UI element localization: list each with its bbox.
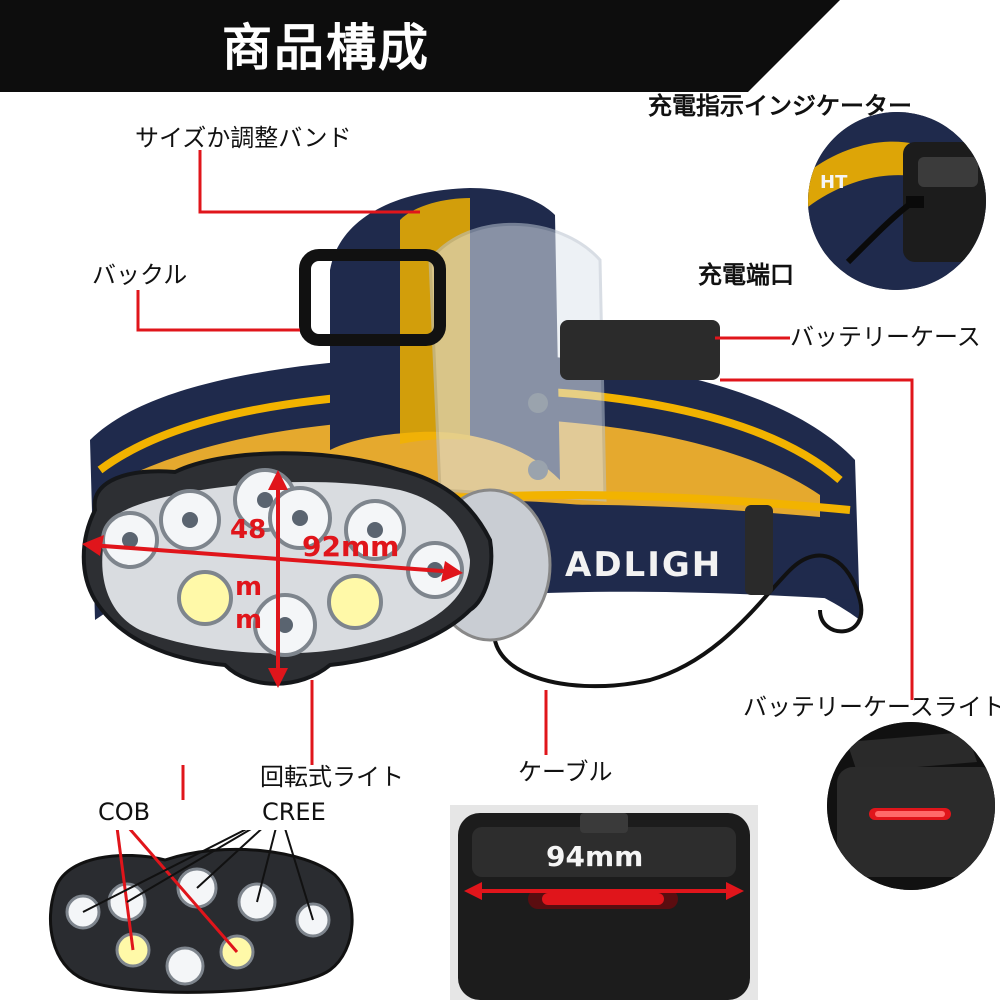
battery-width-label: 94mm: [546, 840, 644, 873]
battery-light-photo: [827, 722, 995, 890]
lamp-height-label-1: 48: [230, 515, 267, 545]
cable-label: ケーブル: [518, 758, 613, 786]
cree-label: CREE: [262, 798, 326, 826]
arrow-head: [268, 470, 288, 490]
buckle-shape: [299, 249, 446, 346]
band-leader: [198, 150, 420, 214]
charge-indicator-photo: [808, 112, 986, 290]
page-title: 商品構成: [222, 19, 430, 77]
lamp-height-label-3: m: [235, 605, 263, 635]
title-banner-shape: [0, 0, 840, 92]
lamp-width-label: 92mm: [302, 530, 400, 563]
led-core: [182, 512, 198, 528]
battery-case-shape: [560, 320, 720, 380]
shield-rivet: [528, 393, 548, 413]
led-core: [292, 510, 308, 526]
battery-case-dimension-inset: 94mm: [450, 805, 758, 1000]
cob-led: [177, 570, 233, 626]
cob-label: COB: [98, 798, 151, 826]
battery-case-label: バッテリーケース: [790, 323, 981, 351]
band-clip: [745, 505, 773, 595]
title-banner: 商品構成: [0, 0, 1000, 92]
battery-light-inset: [827, 722, 995, 890]
charge-port-label: 充電端口: [698, 261, 794, 289]
cob-led: [327, 574, 383, 630]
lamp-height-label-2: m: [235, 572, 263, 602]
width-arrow-line: [89, 543, 456, 574]
led-core: [277, 617, 293, 633]
battery-case-photo: [450, 805, 758, 1000]
clear-shield: [428, 222, 607, 502]
band-print-inset: HT: [820, 172, 848, 193]
battery-case-light-label: バッテリーケースライト: [743, 693, 1000, 721]
charge-indicator-inset: HT: [808, 112, 986, 290]
led-types-inset: [45, 830, 360, 1000]
arrow-head: [441, 561, 463, 582]
band-label: サイズか調整バンド: [135, 124, 352, 152]
leader-lines: [136, 150, 914, 800]
charge-indicator-label: 充電指示インジケーター: [648, 92, 912, 120]
led-core: [122, 532, 138, 548]
led-core: [257, 492, 273, 508]
band-print-front: ADLIGH: [565, 545, 723, 585]
led-types-photo: [48, 830, 354, 994]
arrow-head: [268, 668, 288, 688]
shield-rivet: [528, 460, 548, 480]
arrow-head: [82, 535, 104, 556]
battery-light-leader: [720, 378, 914, 700]
rotating-light-label: 回転式ライト: [260, 763, 404, 791]
dimension-arrows: [82, 470, 463, 688]
led-core: [367, 522, 383, 538]
buckle-leader: [136, 290, 300, 332]
buckle-label: バックル: [92, 261, 188, 289]
